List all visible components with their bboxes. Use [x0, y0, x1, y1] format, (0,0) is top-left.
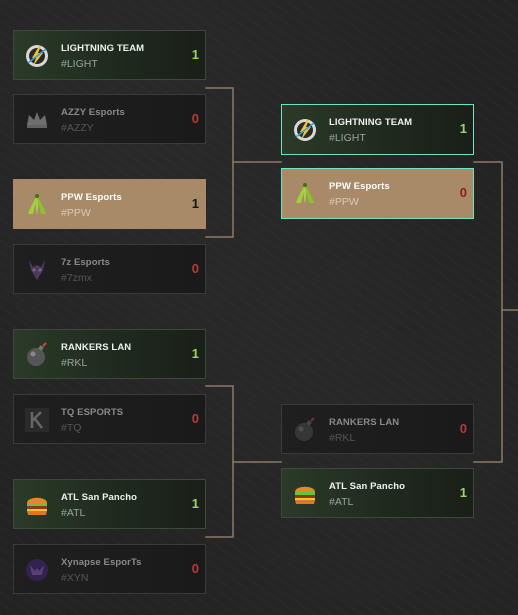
match-card-tq[interactable]: TQ ESPORTS #TQ 0	[13, 394, 206, 444]
team-tag: #7zmx	[61, 272, 92, 284]
team-name: ATL San Pancho	[61, 492, 138, 503]
k-logo-icon	[25, 408, 49, 432]
team-name: 7z Esports	[61, 257, 111, 268]
burger-logo-icon	[27, 497, 47, 515]
match-card-light[interactable]: LIGHTNING TEAM #LIGHT 1	[13, 30, 206, 80]
match-card-atl[interactable]: ATL San Pancho #ATL 1	[13, 479, 206, 529]
team-score: 0	[191, 261, 199, 276]
match-card-ppw[interactable]: PPW Esports #PPW 1	[13, 179, 206, 229]
team-tag: #RKL	[61, 357, 88, 369]
xynapse-logo-icon	[26, 559, 48, 581]
demon-logo-icon	[29, 260, 45, 280]
team-name: Xynapse EsporTs	[61, 557, 142, 568]
team-tag: #PPW	[61, 207, 91, 219]
team-tag: #RKL	[329, 432, 356, 444]
connector-r1-b	[205, 161, 234, 238]
team-tag: #XYN	[61, 572, 89, 584]
team-score: 0	[191, 561, 199, 576]
match-card-rkl[interactable]: RANKERS LAN #RKL 1	[13, 329, 206, 379]
crown-logo-icon	[27, 112, 47, 128]
team-name: LIGHTNING TEAM	[329, 117, 413, 128]
match-card-7z[interactable]: 7z Esports #7zmx 0	[13, 244, 206, 294]
team-score: 0	[191, 111, 199, 126]
match-card-xyn[interactable]: Xynapse EsporTs #XYN 0	[13, 544, 206, 594]
match-card-r2-ppw[interactable]: PPW Esports #PPW 0	[281, 168, 474, 219]
bomb-logo-icon	[27, 342, 47, 366]
bomb-logo-icon	[295, 417, 315, 441]
lightning-logo-icon	[26, 45, 48, 67]
team-score: 0	[191, 411, 199, 426]
match-card-r2-atl[interactable]: ATL San Pancho #ATL 1	[281, 468, 474, 518]
team-score: 1	[191, 496, 199, 511]
team-tag: #TQ	[61, 422, 82, 434]
connector-r1-d	[205, 461, 234, 538]
team-score: 1	[459, 121, 467, 136]
team-score: 0	[459, 421, 467, 436]
match-card-r2-light[interactable]: LIGHTNING TEAM #LIGHT 1	[281, 104, 474, 155]
connector-r2-bottom	[473, 309, 503, 463]
team-tag: #LIGHT	[329, 132, 366, 144]
team-score: 1	[191, 346, 199, 361]
banana-logo-icon	[28, 194, 46, 215]
team-tag: #LIGHT	[61, 58, 98, 70]
team-name: LIGHTNING TEAM	[61, 43, 145, 54]
team-tag: #ATL	[329, 496, 354, 508]
team-score: 1	[191, 47, 199, 62]
lightning-logo-icon	[294, 119, 316, 141]
team-name: AZZY Esports	[61, 107, 125, 118]
match-card-r2-rkl[interactable]: RANKERS LAN #RKL 0	[281, 404, 474, 454]
team-tag: #PPW	[329, 196, 359, 208]
connector-r1-c	[205, 385, 282, 463]
connector-r2-top	[473, 161, 518, 311]
team-score: 1	[191, 196, 199, 211]
team-tag: #ATL	[61, 507, 86, 519]
team-name: ATL San Pancho	[329, 481, 406, 492]
team-name: PPW Esports	[61, 192, 122, 203]
team-name: RANKERS LAN	[61, 342, 132, 353]
team-name: PPW Esports	[329, 181, 390, 192]
connector-r1-a	[205, 87, 282, 163]
team-name: RANKERS LAN	[329, 417, 400, 428]
match-card-azzy[interactable]: AZZY Esports #AZZY 0	[13, 94, 206, 144]
burger-logo-icon	[295, 486, 315, 504]
team-name: TQ ESPORTS	[61, 407, 124, 418]
team-score: 0	[459, 185, 467, 200]
banana-logo-icon	[296, 183, 314, 204]
team-tag: #AZZY	[61, 122, 94, 134]
team-score: 1	[459, 485, 467, 500]
